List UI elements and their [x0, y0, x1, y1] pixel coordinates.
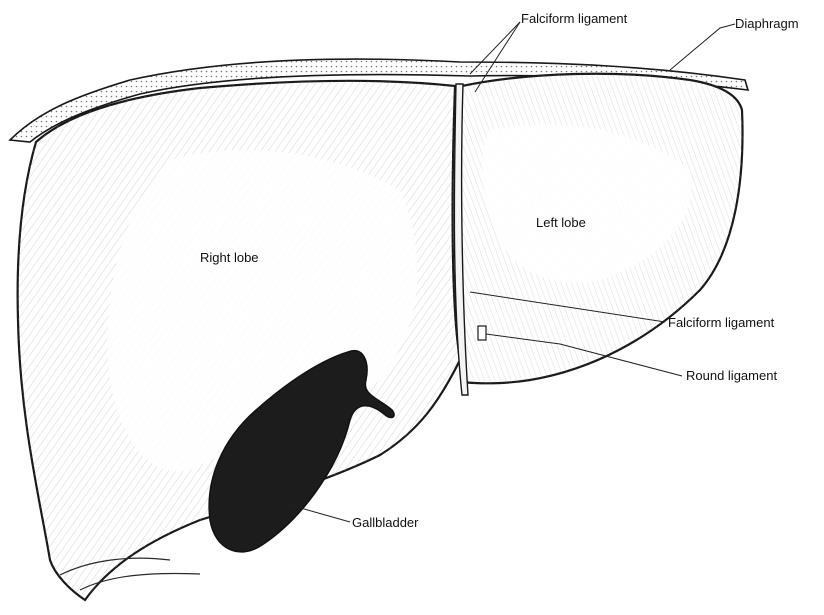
label-falciform-right: Falciform ligament [668, 315, 775, 330]
label-gallbladder: Gallbladder [352, 515, 419, 530]
label-right-lobe: Right lobe [200, 250, 259, 265]
label-diaphragm: Diaphragm [735, 16, 799, 31]
leader-diaphragm [670, 24, 735, 70]
label-round-ligament: Round ligament [686, 368, 777, 383]
label-left-lobe: Left lobe [536, 215, 586, 230]
label-falciform-top: Falciform ligament [521, 11, 628, 26]
round-ligament-marker [478, 326, 486, 340]
